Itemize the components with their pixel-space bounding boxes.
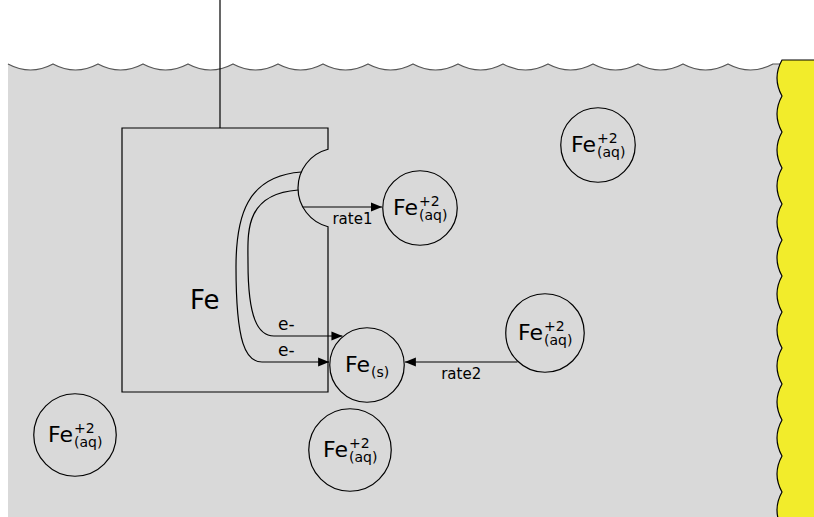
- ion-circle: Fe+2(aq): [560, 107, 636, 183]
- rate-label: rate1: [330, 212, 374, 227]
- rate-label: e-: [276, 342, 297, 359]
- element-symbol: Fe: [323, 439, 348, 461]
- ion-circle: Fe+2(aq): [505, 293, 585, 373]
- script-stack: +2(aq): [544, 319, 572, 347]
- script-stack: +2(aq): [349, 436, 377, 464]
- ion-circle: Fe(s): [329, 327, 405, 403]
- arrow-connector: [236, 172, 329, 367]
- script-stack: (s): [371, 351, 389, 379]
- text-group: Fe+2(aq): [48, 421, 102, 449]
- circle-shape: [383, 171, 458, 246]
- element-symbol: Fe: [48, 424, 73, 446]
- counter-electrode: [777, 60, 814, 517]
- element-symbol: Fe: [571, 134, 596, 156]
- ion-circle: Fe+2(aq): [308, 408, 392, 492]
- circle-shape: [330, 328, 405, 403]
- state-subscript: (aq): [349, 450, 377, 464]
- ion-circle: Fe+2(aq): [382, 170, 458, 246]
- element-symbol: Fe: [393, 197, 418, 219]
- text-group: Fe+2(aq): [393, 194, 447, 222]
- arrowhead: [371, 203, 382, 212]
- charge-superscript: +2: [74, 421, 102, 435]
- text-group: Fe+2(aq): [323, 436, 377, 464]
- state-subscript: (aq): [419, 208, 447, 222]
- connector-line: [303, 206, 382, 207]
- wire: [219, 0, 220, 128]
- arrow-connector: [303, 203, 382, 212]
- script-stack: +2(aq): [74, 421, 102, 449]
- text-group: Fe+2(aq): [518, 319, 572, 347]
- circle-shape: [309, 409, 392, 492]
- text-group: Fe(s): [345, 351, 389, 379]
- solution: [8, 64, 790, 517]
- ion-circle: Fe+2(aq): [33, 393, 117, 477]
- text-group: Fe: [190, 287, 220, 313]
- rate-label: rate2: [439, 367, 483, 382]
- connector-line: [236, 172, 329, 362]
- state-subscript: (aq): [597, 145, 625, 159]
- state-subscript: (aq): [74, 435, 102, 449]
- arrowhead: [405, 358, 416, 367]
- circle-shape: [561, 108, 636, 183]
- charge-superscript: +2: [349, 436, 377, 450]
- circle-shape: [506, 294, 585, 373]
- electrode-shape: [122, 128, 328, 392]
- script-stack: +2(aq): [597, 131, 625, 159]
- iron-electrode: Fe: [122, 128, 328, 392]
- charge-superscript: +2: [544, 319, 572, 333]
- charge-superscript: +2: [419, 194, 447, 208]
- rate-label: e-: [276, 316, 297, 333]
- state-subscript: (s): [371, 365, 389, 379]
- charge-superscript: +2: [597, 131, 625, 145]
- electrode-label: Fe: [190, 287, 220, 313]
- connector-line: [405, 361, 518, 362]
- element-symbol: Fe: [518, 322, 543, 344]
- electrode-outline: [121, 127, 329, 393]
- circle-shape: [34, 394, 117, 477]
- text-group: Fe+2(aq): [571, 131, 625, 159]
- solution-surface: [8, 64, 780, 70]
- element-symbol: Fe: [345, 354, 370, 376]
- script-stack: +2(aq): [419, 194, 447, 222]
- arrow-connector: [405, 358, 518, 367]
- state-subscript: (aq): [544, 333, 572, 347]
